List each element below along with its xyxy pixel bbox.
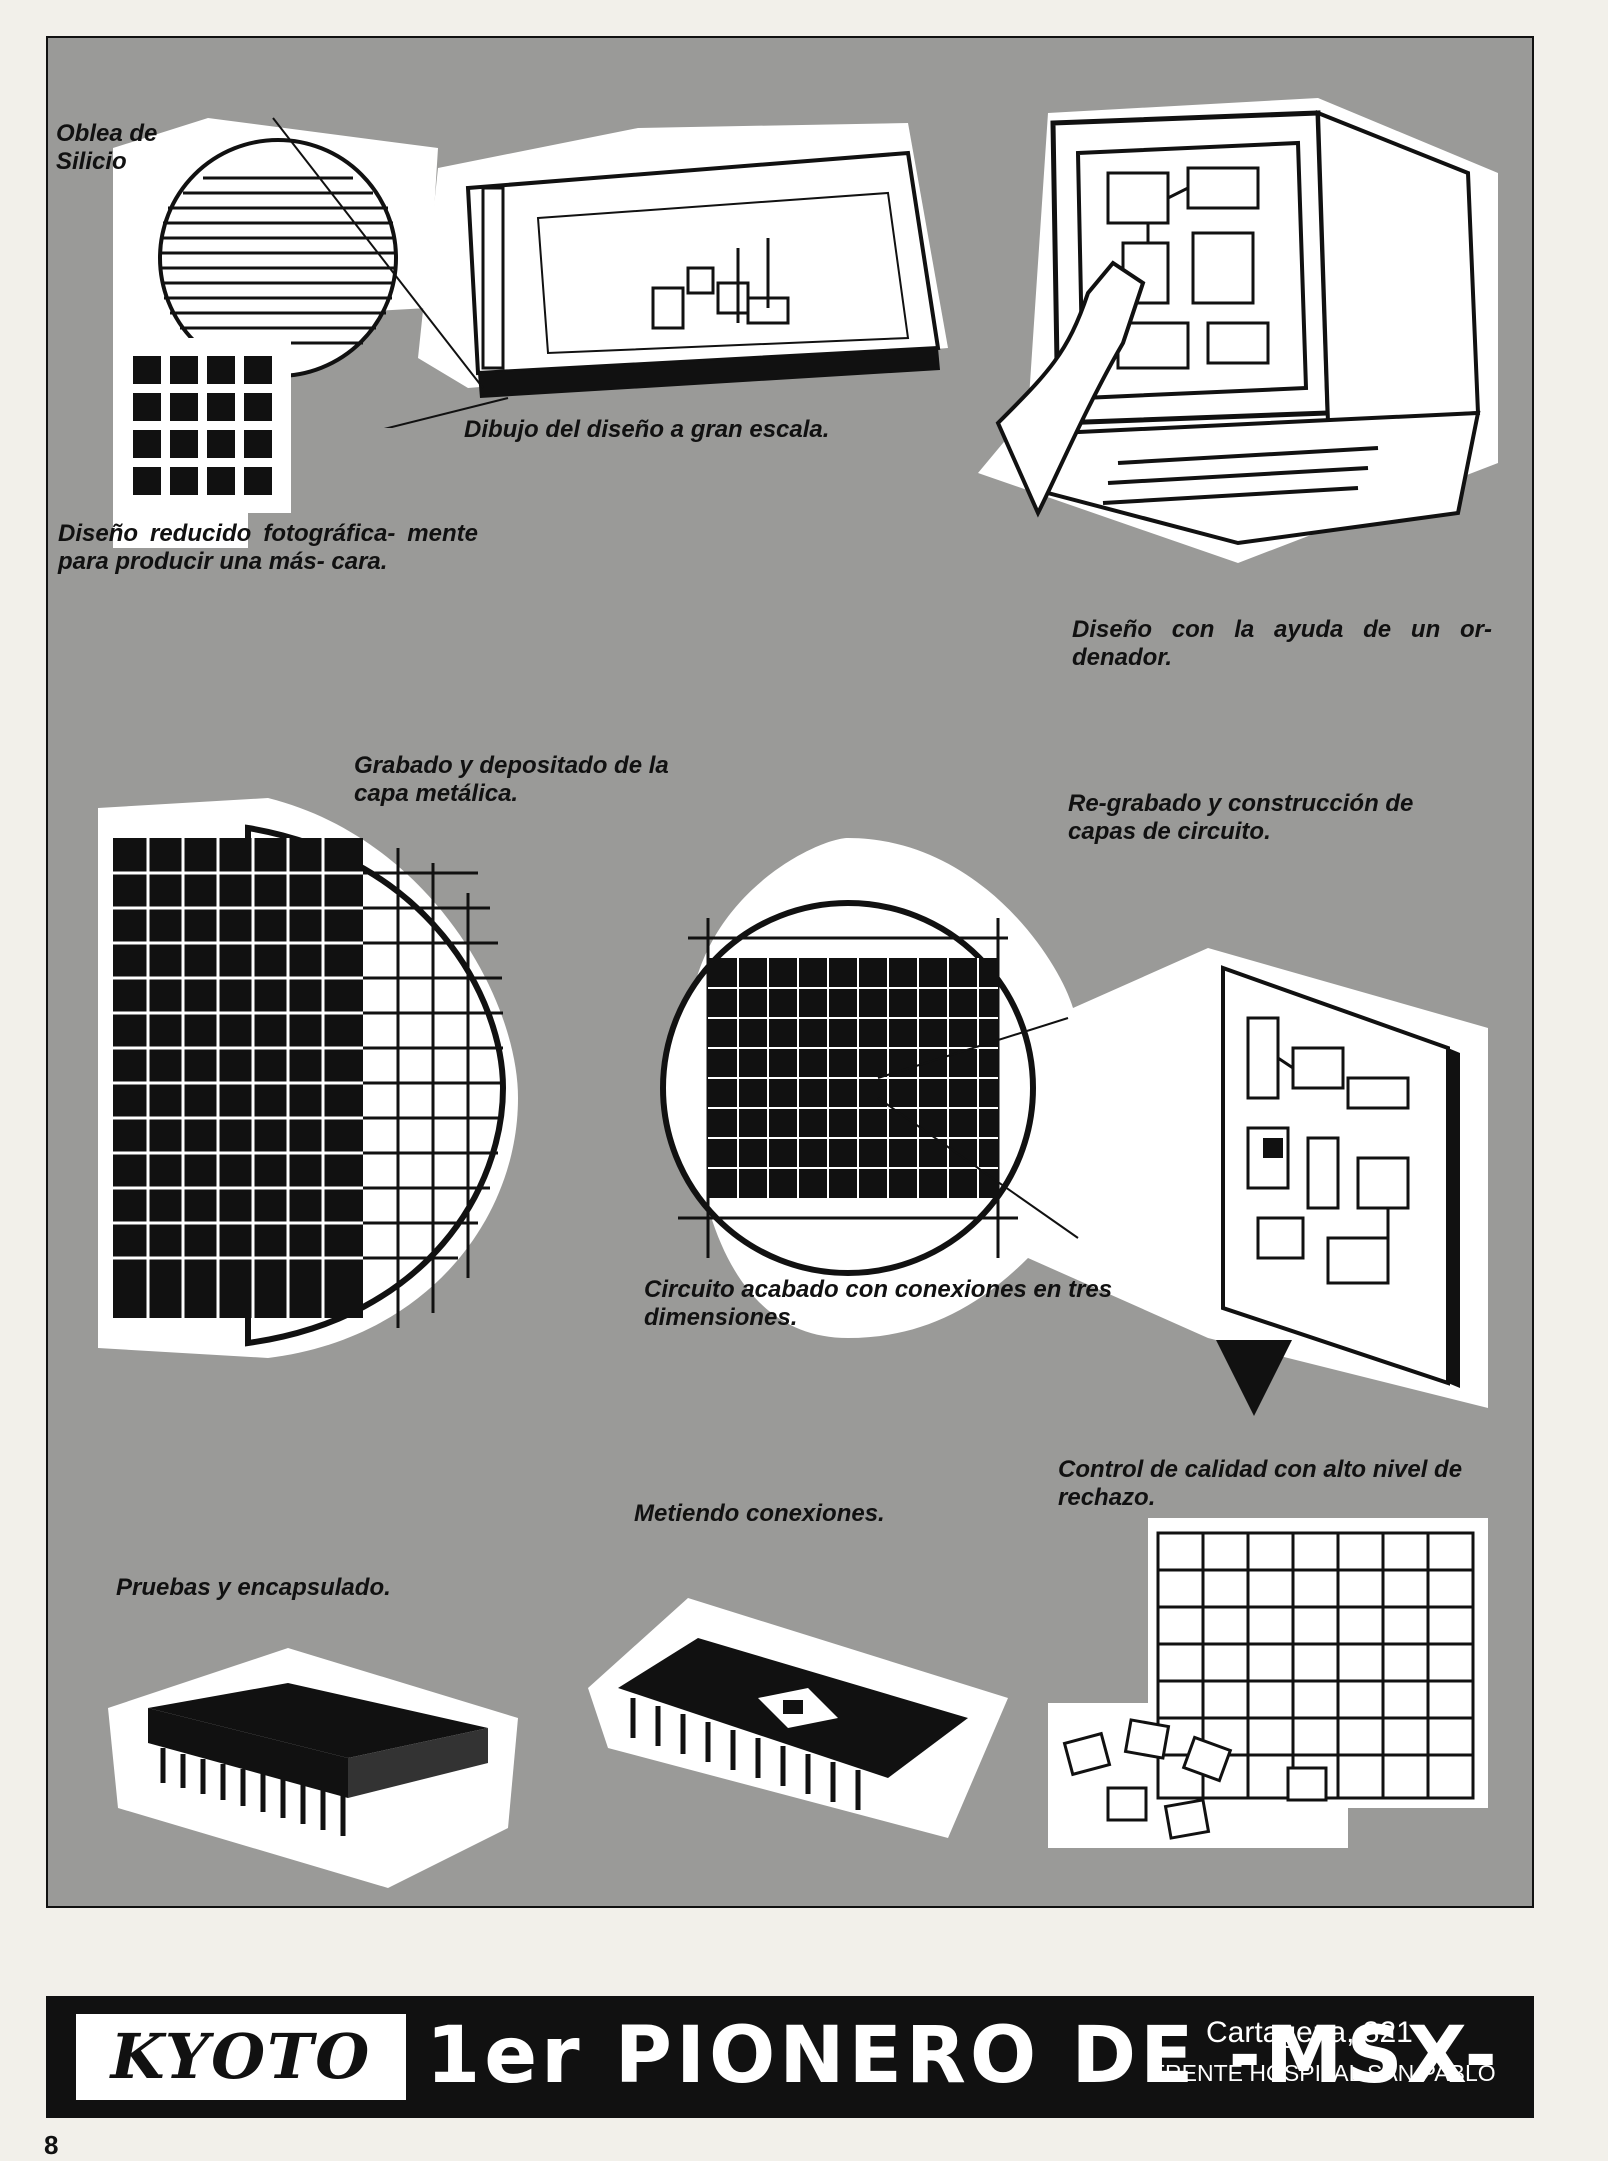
illustration-panel: Oblea de Silicio Dibujo del diseño a gra…: [46, 36, 1534, 1908]
kyoto-advertisement: KYOTO 1er PIONERO DE -MSX- Cartagena, 32…: [46, 1996, 1534, 2118]
page-number: 8: [44, 2130, 59, 2160]
ad-headline: 1er PIONERO DE -MSX-: [426, 2011, 1501, 2101]
caption-wafer: Oblea de Silicio: [56, 120, 158, 175]
caption-computer-design: Diseño con la ayuda de un or- denador.: [1072, 616, 1492, 671]
packaged-chip-illustration: [108, 1648, 518, 1888]
caption-etching-metal: Grabado y depositado de la capa metálica…: [354, 752, 669, 807]
ad-street-address: Cartagena, 321: [1206, 2016, 1413, 2049]
caption-inserting-connections: Metiendo conexiones.: [634, 1500, 885, 1527]
caption-reetching-layers: Re-grabado y construcción de capas de ci…: [1068, 790, 1414, 845]
caption-large-drawing: Dibujo del diseño a gran escala.: [464, 416, 830, 443]
caption-photo-reduction: Diseño reducido fotográfica- mente para …: [58, 520, 478, 575]
computer-illustration: [978, 98, 1498, 563]
caption-testing-packaging: Pruebas y encapsulado.: [116, 1574, 391, 1601]
kyoto-logo: KYOTO: [76, 2014, 406, 2100]
chip-connections-illustration: [588, 1598, 1008, 1838]
circuit-layer-wafer-illustration: [660, 838, 1488, 1408]
caption-quality-control: Control de calidad con alto nivel de rec…: [1058, 1456, 1463, 1511]
metal-layer-wafer-illustration: [98, 798, 518, 1358]
ad-landmark: FRENTE HOSPITAL SAN PABLO: [1151, 2060, 1496, 2086]
drafting-board-illustration: [272, 117, 948, 428]
quality-control-grid-illustration: [1048, 1518, 1488, 1848]
caption-finished-circuit: Circuito acabado con conexiones en tres …: [644, 1276, 1113, 1331]
down-arrow-icon: [1216, 1340, 1292, 1416]
